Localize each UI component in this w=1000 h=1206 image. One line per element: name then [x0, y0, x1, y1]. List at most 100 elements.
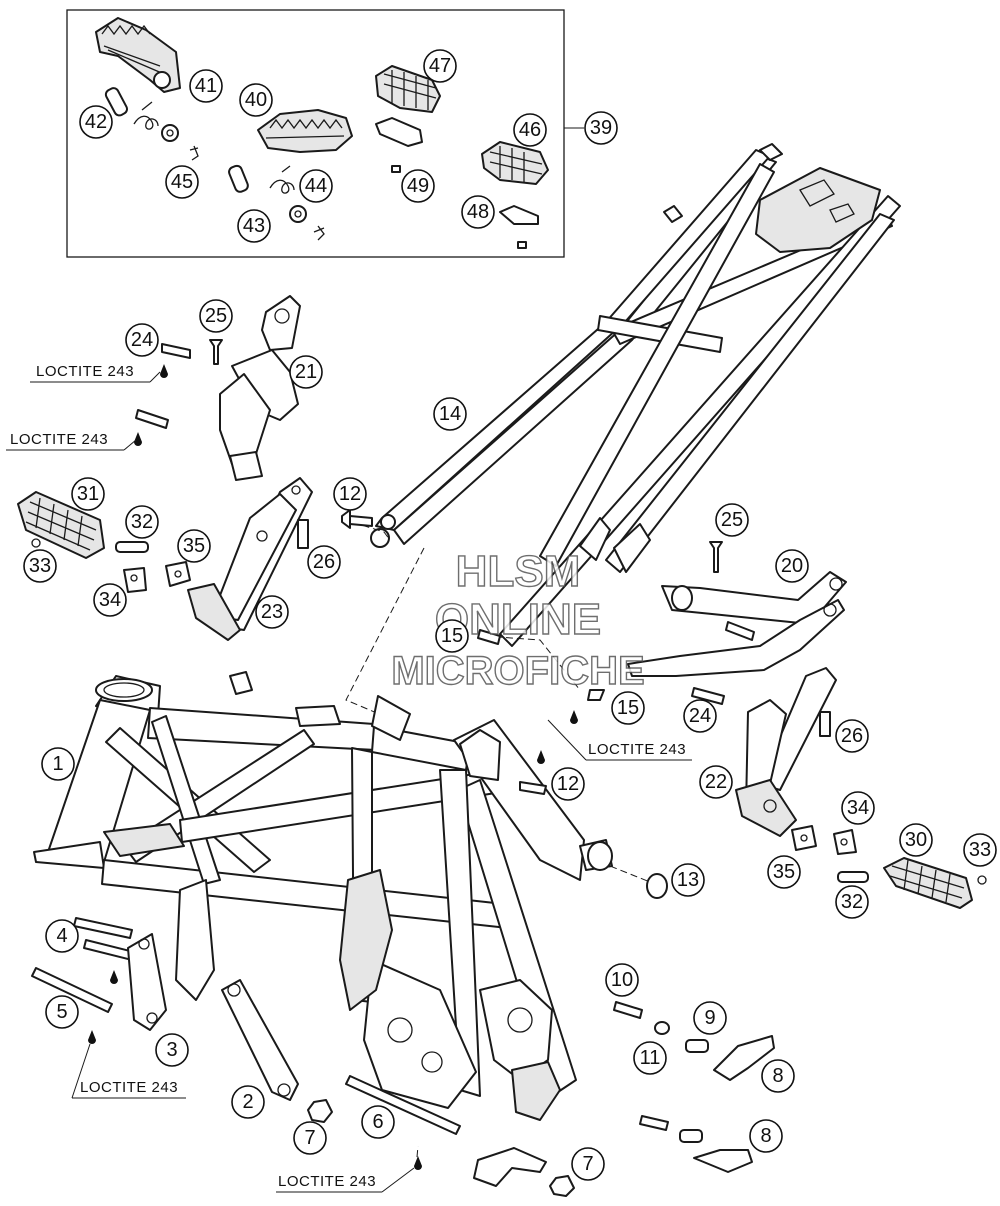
svg-text:25: 25 — [205, 305, 227, 327]
callout-35b: 35 — [767, 855, 801, 889]
svg-text:9: 9 — [704, 1007, 715, 1029]
svg-text:30: 30 — [905, 829, 927, 851]
svg-text:8: 8 — [760, 1125, 771, 1147]
callout-47: 47 — [423, 49, 457, 83]
pin-43-illustration — [228, 164, 249, 193]
bolt-10-illustration — [613, 1001, 643, 1019]
svg-text:22: 22 — [705, 771, 727, 793]
svg-text:34: 34 — [99, 589, 121, 611]
screw-25a-illustration — [209, 339, 223, 365]
callout-13: 13 — [671, 863, 705, 897]
pin-32b-illustration — [837, 871, 869, 883]
svg-text:15: 15 — [617, 697, 639, 719]
watermark: HLSM ONLINE MICROFICHE — [391, 546, 646, 693]
callout-39: 39 — [584, 111, 618, 145]
link-2-illustration — [221, 979, 299, 1101]
callout-6: 6 — [361, 1105, 395, 1139]
callout-43: 43 — [237, 209, 271, 243]
callout-14: 14 — [433, 397, 467, 431]
callout-31: 31 — [71, 477, 105, 511]
callout-15b: 15 — [611, 691, 645, 725]
loctite-label: LOCTITE 243 — [588, 741, 686, 758]
callout-10: 10 — [605, 963, 639, 997]
svg-text:48: 48 — [467, 201, 489, 223]
callout-1: 1 — [41, 747, 75, 781]
bolts-4-5-illustration — [31, 917, 135, 1044]
loctite-label: LOCTITE 243 — [278, 1173, 376, 1190]
callout-20: 20 — [775, 549, 809, 583]
callout-45: 45 — [165, 165, 199, 199]
plate-34a-illustration — [123, 567, 147, 593]
spring-44-illustration — [269, 165, 325, 241]
callout-23: 23 — [255, 595, 289, 629]
subframe-14-illustration — [370, 143, 901, 647]
callout-26a: 26 — [307, 545, 341, 579]
callout-40: 40 — [239, 83, 273, 117]
svg-text:43: 43 — [243, 215, 265, 237]
callout-22: 22 — [699, 765, 733, 799]
svg-text:33: 33 — [969, 839, 991, 861]
svg-text:10: 10 — [611, 969, 633, 991]
callout-30: 30 — [899, 823, 933, 857]
svg-text:34: 34 — [847, 797, 869, 819]
callout-3: 3 — [155, 1033, 189, 1067]
loctite-label: LOCTITE 243 — [80, 1079, 178, 1096]
callout-42: 42 — [79, 105, 113, 139]
svg-text:31: 31 — [77, 483, 99, 505]
callout-12a: 12 — [333, 477, 367, 511]
callout-15a: 15 — [435, 619, 469, 653]
watermark-line3: MICROFICHE — [391, 649, 644, 693]
clip-33a-illustration — [31, 538, 41, 548]
axle-6-illustration — [345, 1075, 461, 1170]
screw-26b-illustration — [819, 711, 831, 737]
plate-35a-illustration — [165, 561, 191, 587]
svg-text:32: 32 — [841, 891, 863, 913]
svg-text:12: 12 — [557, 773, 579, 795]
callout-25a: 25 — [199, 299, 233, 333]
svg-text:26: 26 — [313, 551, 335, 573]
svg-text:4: 4 — [56, 925, 67, 947]
footpeg-40-illustration — [257, 109, 353, 153]
callout-48: 48 — [461, 195, 495, 229]
svg-text:49: 49 — [407, 175, 429, 197]
bracket-8a-illustration — [713, 1035, 775, 1081]
plate-34b-illustration — [833, 829, 857, 855]
callout-32b: 32 — [835, 885, 869, 919]
callout-11: 11 — [633, 1041, 667, 1075]
svg-text:41: 41 — [195, 75, 217, 97]
loctite-note-1: LOCTITE 243 — [30, 363, 161, 383]
footpeg-kit-box — [66, 9, 584, 258]
svg-text:35: 35 — [773, 861, 795, 883]
svg-text:24: 24 — [689, 705, 711, 727]
callout-34b: 34 — [841, 791, 875, 825]
loctite-note-4: LOCTITE 243 — [71, 1043, 186, 1099]
callout-33b: 33 — [963, 833, 997, 867]
footpeg-46-illustration — [481, 141, 549, 185]
svg-text:13: 13 — [677, 869, 699, 891]
bolt-24c-illustration — [691, 687, 725, 705]
bracket-lower-illustration — [473, 1147, 547, 1187]
brake-pedal-21-illustration — [219, 295, 301, 481]
svg-text:39: 39 — [590, 117, 612, 139]
callout-33a: 33 — [23, 549, 57, 583]
callout-7b: 7 — [571, 1147, 605, 1181]
grommet-illustration — [229, 671, 253, 695]
bracket-49-illustration — [375, 117, 423, 173]
spring-45-illustration — [133, 101, 199, 161]
svg-text:45: 45 — [171, 171, 193, 193]
watermark-line1: HLSM — [456, 547, 581, 596]
svg-text:25: 25 — [721, 509, 743, 531]
callout-24b: 24 — [683, 699, 717, 733]
screw-25b-illustration — [709, 541, 723, 573]
pin-32a-illustration — [115, 541, 149, 553]
spacer-9-illustration — [685, 1039, 709, 1053]
svg-text:26: 26 — [841, 725, 863, 747]
callout-8a: 8 — [761, 1059, 795, 1093]
callout-4: 4 — [45, 919, 79, 953]
loctite-label: LOCTITE 243 — [36, 363, 134, 380]
bracket-23-illustration — [187, 477, 313, 641]
svg-text:11: 11 — [640, 1047, 661, 1069]
nut-7a-illustration — [307, 1099, 333, 1123]
footpeg-31-illustration — [17, 491, 105, 559]
